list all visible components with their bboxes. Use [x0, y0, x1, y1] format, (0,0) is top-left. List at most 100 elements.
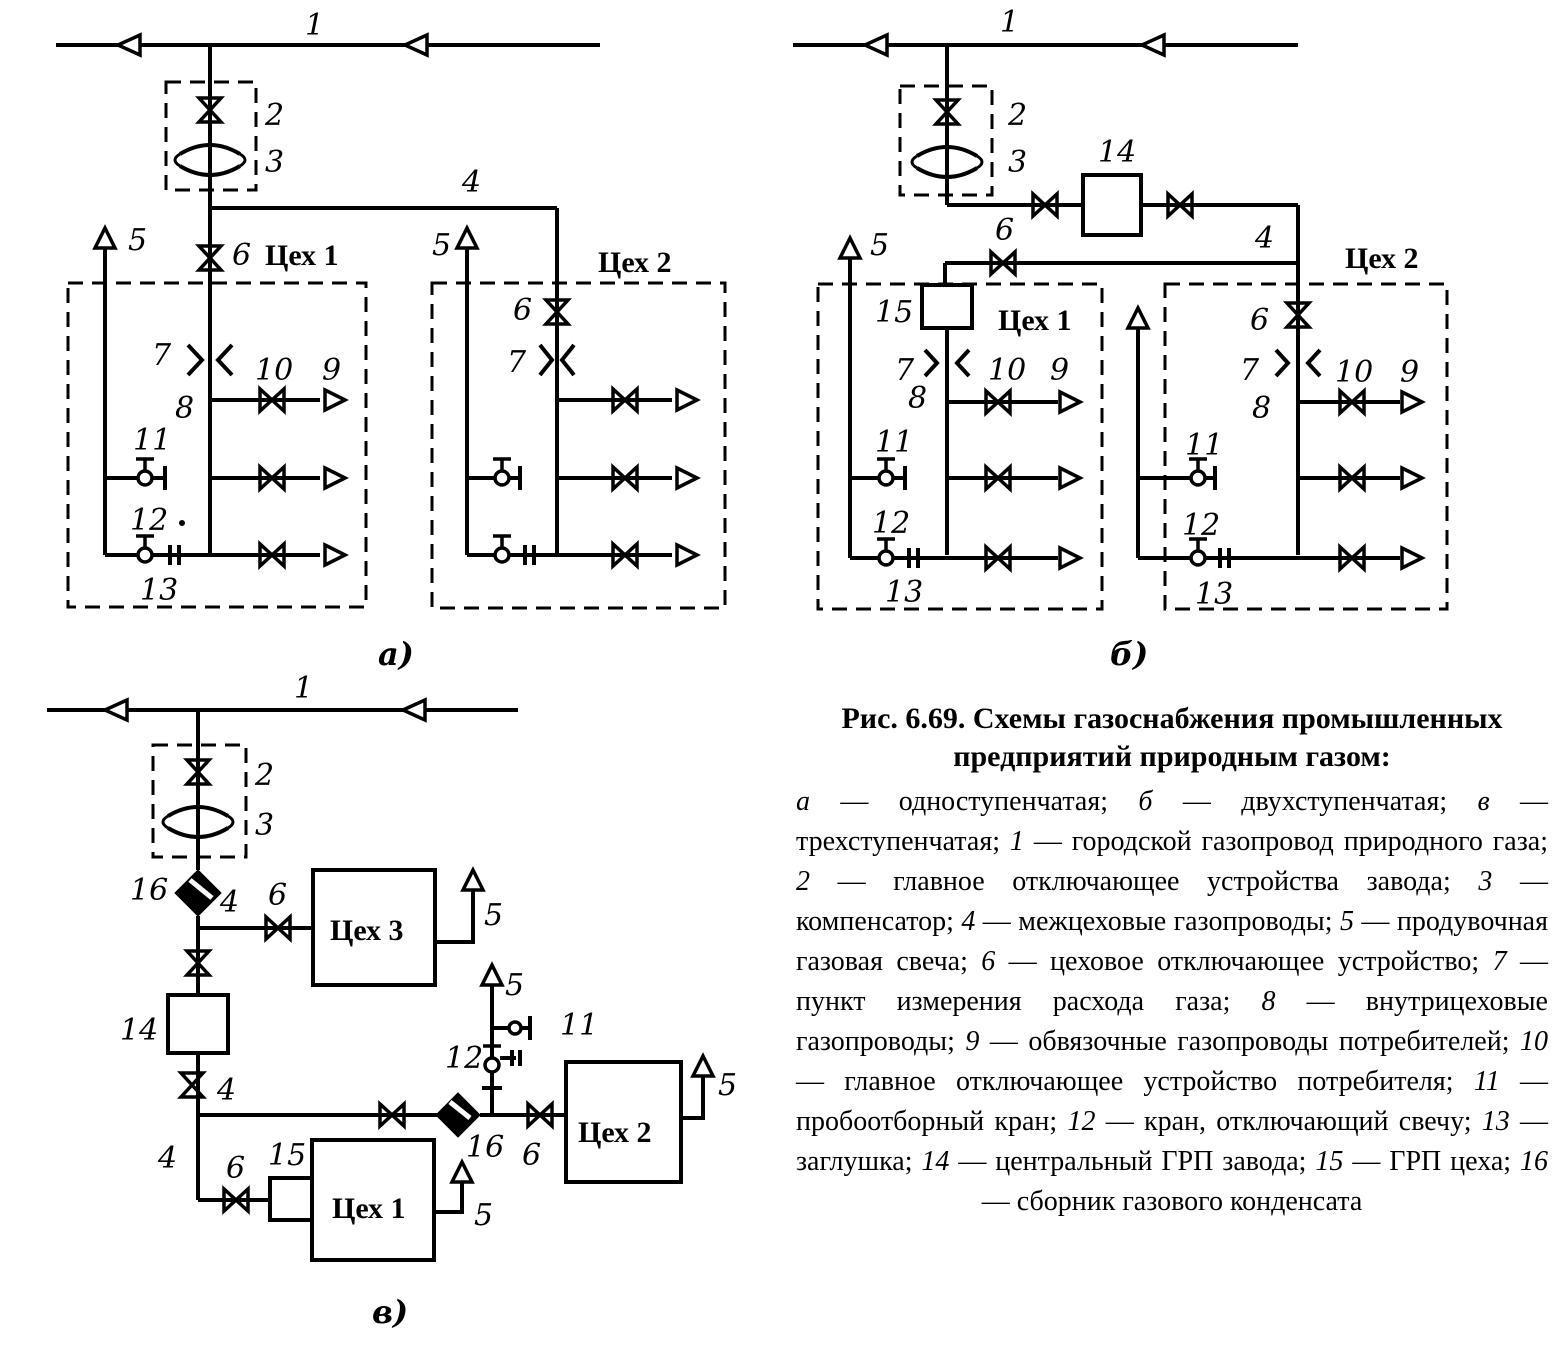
- caption-item: 14 — центральный ГРП завода;: [921, 1146, 1315, 1177]
- label-c-4-left: 4: [157, 1141, 177, 1176]
- label-a-6-shop2: 6: [513, 293, 532, 328]
- caption-item: 15 — ГРП цеха;: [1315, 1146, 1520, 1177]
- caption-item-key: а: [796, 786, 810, 817]
- label-a-5-shop1: 5: [128, 223, 147, 258]
- label-b-3: 3: [1008, 145, 1027, 180]
- caption-item: 10 — главное отключающее устройство потр…: [796, 1026, 1548, 1097]
- label-b-5: 5: [870, 228, 889, 263]
- label-a-4: 4: [461, 165, 481, 200]
- caption-item-text: — обвязочные газопроводы потребителей;: [979, 1026, 1520, 1057]
- caption-item-text: — пробоотборный кран;: [796, 1066, 1549, 1137]
- label-b-10-shop2: 10: [1335, 355, 1373, 390]
- label-c-5-shop2: 5: [718, 1068, 737, 1103]
- label-b-7: 7: [895, 353, 915, 388]
- label-b-8-shop2: 8: [1252, 391, 1271, 426]
- caption-item-key: 4: [961, 906, 976, 937]
- label-c-6-shop1: 6: [226, 1151, 245, 1186]
- caption-item-key: 14: [921, 1146, 950, 1177]
- label-b-14: 14: [1098, 135, 1136, 170]
- label-a-9: 9: [322, 353, 341, 388]
- label-a-shop1: Цех 1: [265, 239, 339, 272]
- label-a-11: 11: [133, 423, 171, 458]
- caption-item: 5 — продувочная газовая свеча;: [796, 906, 1548, 977]
- label-b-9: 9: [1050, 353, 1069, 388]
- label-c-shop3: Цех 3: [330, 914, 404, 947]
- caption-item: в — трехступенчатая;: [796, 786, 1548, 857]
- label-c-5-right: 5: [505, 968, 524, 1003]
- caption-item: 16 — сборник газового конденсата: [982, 1146, 1548, 1217]
- label-b-10: 10: [988, 353, 1026, 388]
- caption-item-text: — двухступенчатая;: [1152, 786, 1478, 817]
- label-c-16-top: 16: [130, 873, 168, 908]
- caption-item-text: — пункт измерения расхода газа;: [796, 946, 1548, 1017]
- caption-item-text: — главное отключающее устройства завода;: [810, 866, 1479, 897]
- label-b-11: 11: [875, 425, 913, 460]
- subtitle-a: а): [378, 635, 414, 673]
- label-a-13: 13: [140, 573, 178, 608]
- label-b-6-top: 6: [995, 213, 1014, 248]
- scheme-c: 1 2 3 16 4 6 Цех 3 5 5 11 14 12 5 4 Цех …: [47, 671, 737, 1331]
- caption-item: 9 — обвязочные газопроводы потребителей;: [965, 1026, 1520, 1057]
- label-b-7-shop2: 7: [1240, 353, 1260, 388]
- caption-item: 2 — главное отключающее устройства завод…: [796, 866, 1478, 897]
- label-a-shop2: Цех 2: [598, 246, 672, 279]
- label-c-2: 2: [254, 758, 274, 793]
- label-c-14: 14: [120, 1013, 158, 1048]
- caption-item-key: 2: [796, 866, 810, 897]
- caption-item-key: в: [1477, 786, 1490, 817]
- label-c-4-mid: 4: [216, 1073, 236, 1108]
- label-c-5-shop1: 5: [474, 1198, 493, 1233]
- label-c-16-mid: 16: [466, 1130, 504, 1165]
- caption-item-key: 8: [1261, 986, 1276, 1017]
- label-b-13: 13: [885, 575, 923, 610]
- caption-item: б — двухступенчатая;: [1138, 786, 1477, 817]
- caption-item: 11 — пробоотборный кран;: [796, 1066, 1548, 1137]
- scheme-b: 1 2 3 14 6 4 5 Цех 2 15 Цех 1 6 7 7 10 9…: [793, 5, 1449, 673]
- caption-item-key: 15: [1315, 1146, 1344, 1177]
- caption-item-text: — городской газопровод природного газа;: [1023, 826, 1548, 857]
- caption-item: 3 — компенсатор;: [796, 866, 1548, 937]
- caption-item: 7 — пункт измерения расхода газа;: [796, 946, 1548, 1017]
- caption-item: а — одноступенчатая;: [796, 786, 1138, 817]
- label-b-6-shop2: 6: [1250, 303, 1269, 338]
- label-c-shop2: Цех 2: [578, 1116, 652, 1149]
- label-b-4: 4: [1254, 221, 1274, 256]
- label-c-shop1: Цех 1: [332, 1192, 406, 1225]
- caption-item: 12 — кран, отключающий свечу;: [1067, 1106, 1481, 1137]
- caption-item-key: 10: [1520, 1026, 1548, 1057]
- figure-caption: Рис. 6.69. Схемы газоснабжения промышлен…: [796, 700, 1548, 1222]
- label-b-15: 15: [875, 295, 913, 330]
- caption-item-key: 3: [1478, 866, 1493, 897]
- caption-item: 4 — межцеховые газопроводы;: [961, 906, 1340, 937]
- caption-item-key: 13: [1481, 1106, 1510, 1137]
- label-a-7-shop1: 7: [152, 338, 172, 373]
- label-b-1: 1: [1000, 5, 1019, 40]
- subtitle-c: в): [372, 1293, 408, 1331]
- label-b-12: 12: [872, 506, 910, 541]
- label-b-11-shop2: 11: [1185, 428, 1223, 463]
- label-a-5-shop2: 5: [432, 228, 451, 263]
- label-c-5-shop3: 5: [484, 898, 503, 933]
- caption-item-text: — ГРП цеха;: [1343, 1146, 1520, 1177]
- scheme-a: 1 2 3 4 5 5 6 6 Цех 1 Цех 2 7 7 10 9 8 1…: [56, 8, 727, 673]
- label-b-shop2: Цех 2: [1345, 242, 1419, 275]
- label-c-12: 12: [445, 1041, 483, 1076]
- caption-item-text: — компенсатор;: [796, 866, 1548, 937]
- caption-item-text: — цеховое отключающее устройство;: [995, 946, 1493, 977]
- label-c-11: 11: [560, 1008, 598, 1043]
- caption-item: 13 — заглушка;: [796, 1106, 1548, 1177]
- label-b-13-shop2: 13: [1195, 577, 1233, 612]
- caption-item-text: — внутрицеховые газопроводы;: [796, 986, 1548, 1057]
- label-c-4-top: 4: [219, 885, 239, 920]
- caption-item-text: — кран, отключающий свечу;: [1095, 1106, 1482, 1137]
- caption-legend: а — одноступенчатая; б — двухступенчатая…: [796, 782, 1548, 1222]
- caption-item-text: — одноступенчатая;: [810, 786, 1139, 817]
- label-c-6-shop2: 6: [522, 1138, 541, 1173]
- caption-item-key: 6: [981, 946, 996, 977]
- label-a-12: 12: [130, 503, 168, 538]
- caption-item-text: — сборник газового конденсата: [981, 1186, 1363, 1217]
- caption-item-text: — центральный ГРП завода;: [949, 1146, 1316, 1177]
- label-b-2: 2: [1007, 98, 1027, 133]
- caption-title: Рис. 6.69. Схемы газоснабжения промышлен…: [841, 702, 1503, 773]
- label-c-6-shop3: 6: [268, 878, 287, 913]
